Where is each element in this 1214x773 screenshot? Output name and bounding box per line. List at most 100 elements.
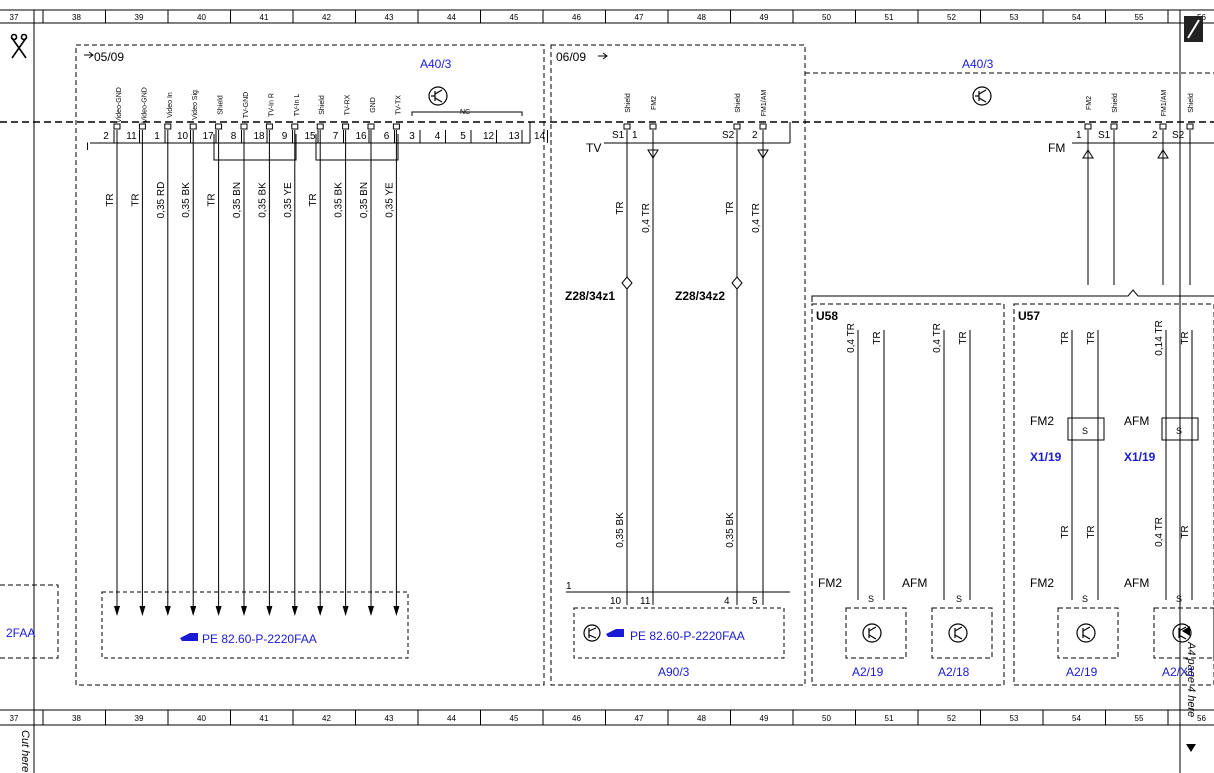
page-ref-to: 06/09 bbox=[556, 50, 608, 64]
fm-pin-label: FM2 bbox=[1086, 96, 1093, 110]
pin-label: Video Sig bbox=[192, 90, 199, 120]
ref-box-tv[interactable]: PE 82.60-P-2220FAA bbox=[583, 624, 745, 643]
pin-socket bbox=[1159, 123, 1167, 130]
arrow-down-icon bbox=[291, 606, 298, 616]
grid-label-top: 54 bbox=[1072, 13, 1081, 22]
u57-module-label: A2/19 bbox=[1066, 665, 1098, 679]
grid-label-bottom: 49 bbox=[760, 714, 769, 723]
tv-bottom-pin: 10 bbox=[610, 596, 622, 607]
tv-block bbox=[604, 122, 791, 144]
pin-label: Video In bbox=[167, 92, 174, 118]
tv-pin-label: Shield bbox=[735, 93, 742, 113]
u57-wire-label: TR bbox=[1180, 525, 1191, 538]
fm-pin: 1 bbox=[1076, 130, 1082, 141]
nc-bracket bbox=[411, 111, 523, 116]
pin-number: 7 bbox=[333, 131, 339, 142]
arrow-down-icon bbox=[393, 606, 400, 616]
svg-text:06/09: 06/09 bbox=[556, 50, 586, 64]
u58-label: U58 bbox=[816, 309, 838, 323]
ref-link-tv[interactable]: PE 82.60-P-2220FAA bbox=[630, 629, 745, 643]
diode-icon bbox=[1082, 149, 1094, 159]
grid-label-top: 49 bbox=[760, 13, 769, 22]
diode-icon bbox=[1157, 149, 1169, 159]
transistor-circle bbox=[1076, 623, 1096, 643]
u58-afm-label: AFM bbox=[902, 576, 927, 590]
tv-pin: S2 bbox=[722, 130, 735, 141]
grid-label-bottom: 50 bbox=[822, 714, 831, 723]
grid-label-bottom: 51 bbox=[885, 714, 894, 723]
svg-text:05/09: 05/09 bbox=[94, 50, 124, 64]
grid-label-top: 43 bbox=[385, 13, 394, 22]
pin-number: 5 bbox=[460, 131, 466, 142]
tv-wire-label: 0,4 TR bbox=[751, 203, 762, 233]
pin-number: 2 bbox=[103, 131, 109, 142]
arrow-down-icon bbox=[342, 606, 349, 616]
pin-socket bbox=[759, 123, 767, 130]
grid-label-bottom: 45 bbox=[510, 714, 519, 723]
pointing-hand-icon bbox=[606, 629, 624, 637]
grid-label-top: 52 bbox=[947, 13, 956, 22]
pin-label: TV-In R bbox=[268, 93, 275, 117]
fm-pin-label: FM1/AM bbox=[1161, 90, 1168, 117]
transistor-icon bbox=[1076, 623, 1096, 643]
frame bbox=[0, 9, 1214, 773]
tv-bottom-pin: 5 bbox=[752, 596, 758, 607]
transistor-icon bbox=[862, 623, 882, 643]
pin-socket bbox=[138, 123, 146, 130]
pin-number: 16 bbox=[355, 131, 367, 142]
u58-wire-label: TR bbox=[872, 331, 883, 344]
pin-number: 6 bbox=[384, 131, 390, 142]
grid-label-top: 38 bbox=[72, 13, 81, 22]
fm-pin-label: Shield bbox=[1112, 93, 1119, 113]
arrow-down-icon bbox=[164, 606, 171, 616]
tv-pin: 2 bbox=[752, 130, 758, 141]
splice-icon bbox=[621, 276, 633, 290]
tv-wire-label: 0,35 BK bbox=[615, 512, 626, 548]
tv-wire-label: 0,4 TR bbox=[641, 203, 652, 233]
scissors-icon bbox=[10, 33, 28, 59]
u57-fm2-label: FM2 bbox=[1030, 576, 1054, 590]
transistor-circle bbox=[862, 623, 882, 643]
u57-afm-label: AFM bbox=[1124, 576, 1149, 590]
u58-module-label: A2/19 bbox=[852, 665, 884, 679]
pin-number: 13 bbox=[508, 131, 520, 142]
pin-label: TV-RX bbox=[345, 94, 352, 115]
grid-label-bottom: 52 bbox=[947, 714, 956, 723]
grid-label-bottom: 55 bbox=[1135, 714, 1144, 723]
u57-wire-label: TR bbox=[1086, 331, 1097, 344]
pin-socket bbox=[113, 123, 121, 130]
page-ref-from: 05/09 bbox=[84, 50, 124, 64]
tv-bottom-pin: 11 bbox=[640, 596, 651, 607]
u57-wire-label: TR bbox=[1060, 525, 1071, 538]
u57-connector-label: X1/19 bbox=[1124, 450, 1156, 464]
grid-label-bottom: 39 bbox=[135, 714, 144, 723]
u57-s-label: S bbox=[1082, 426, 1088, 436]
u58-wire-label: 0,4 TR bbox=[846, 323, 857, 353]
wire-label: TR bbox=[207, 193, 218, 206]
pin-label: TV-In L bbox=[294, 94, 301, 117]
brace-line bbox=[811, 289, 1214, 302]
grid-label-top: 37 bbox=[10, 13, 19, 22]
u58-fm2-label: FM2 bbox=[818, 576, 842, 590]
wire-label: 0,35 YE bbox=[384, 182, 395, 218]
pin-socket bbox=[291, 123, 299, 130]
pin-number: 10 bbox=[177, 131, 189, 142]
pin-number: 11 bbox=[126, 131, 137, 142]
transistor-icon bbox=[583, 624, 601, 642]
ref-box-a[interactable]: PE 82.60-P-2220FAA bbox=[180, 632, 317, 646]
ref-link-cut[interactable]: 2FAA bbox=[6, 626, 35, 640]
grid-label-bottom: 56 bbox=[1197, 714, 1206, 723]
arrow-down-icon bbox=[114, 606, 120, 616]
pin-socket bbox=[733, 123, 741, 130]
grid-label-bottom: 47 bbox=[635, 714, 644, 723]
tv-pin-label: FM2 bbox=[651, 96, 658, 110]
u57-connector-label: X1/19 bbox=[1030, 450, 1062, 464]
pin-number: 18 bbox=[253, 131, 265, 142]
pin-number: 3 bbox=[409, 131, 415, 142]
ref-link-a[interactable]: PE 82.60-P-2220FAA bbox=[202, 632, 317, 646]
wire-label: 0,35 YE bbox=[283, 182, 294, 218]
